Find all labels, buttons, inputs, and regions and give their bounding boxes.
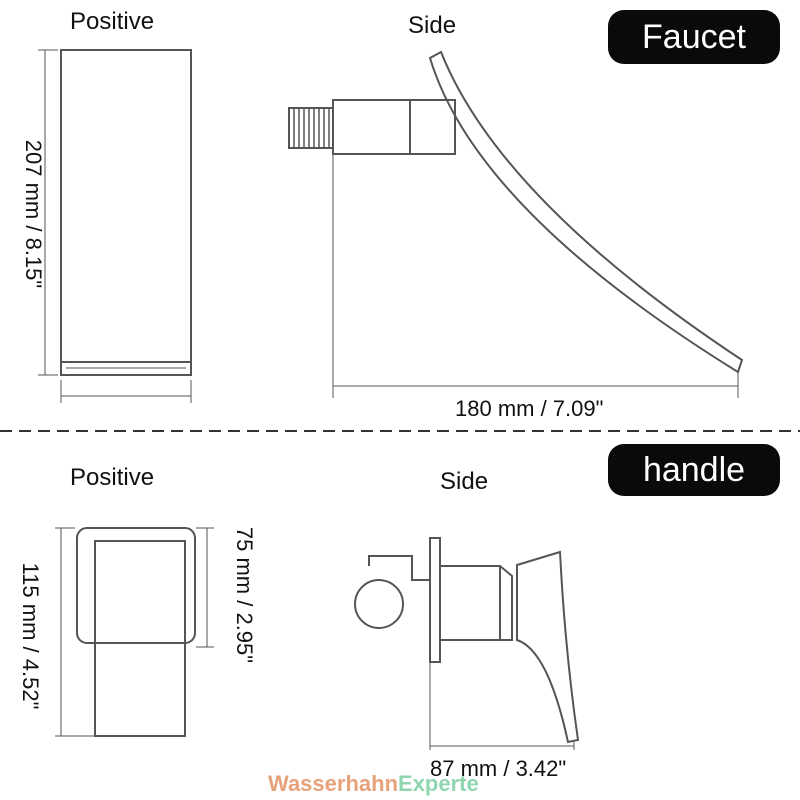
faucet-threaded-connector <box>288 107 334 149</box>
faucet-tag: Faucet <box>608 10 780 64</box>
faucet-thread-lines <box>293 108 330 148</box>
handle-front-lever <box>94 540 186 737</box>
watermark: WasserhahnExperte <box>268 771 479 797</box>
handle-depth-dimension: 87 mm / 3.42" <box>430 756 567 781</box>
handle-side-body <box>439 565 513 641</box>
handle-total-height-dimension: 115 mm / 4.52" <box>18 562 43 710</box>
handle-side-curved-lever <box>516 550 580 744</box>
handle-side-knob <box>354 579 404 629</box>
faucet-length-dimension: 180 mm / 7.09" <box>455 396 604 421</box>
handle-side-bracket <box>368 555 430 581</box>
faucet-curved-spout <box>428 50 744 374</box>
faucet-front-body <box>60 49 192 376</box>
faucet-side-label: Side <box>408 12 457 39</box>
handle-positive-label: Positive <box>70 464 155 491</box>
faucet-side-body <box>332 99 456 155</box>
watermark-part1: Wasserhahn <box>268 771 399 796</box>
handle-side-plate <box>429 537 441 663</box>
handle-lever-height-dimension: 75 mm / 2.95" <box>232 526 257 664</box>
handle-tag: handle <box>608 444 780 496</box>
faucet-height-dimension: 207 mm / 8.15" <box>21 139 46 289</box>
watermark-part2: Experte <box>398 771 479 796</box>
handle-side-label: Side <box>440 468 489 495</box>
handle-front-outer <box>76 527 196 644</box>
faucet-positive-label: Positive <box>70 8 155 35</box>
